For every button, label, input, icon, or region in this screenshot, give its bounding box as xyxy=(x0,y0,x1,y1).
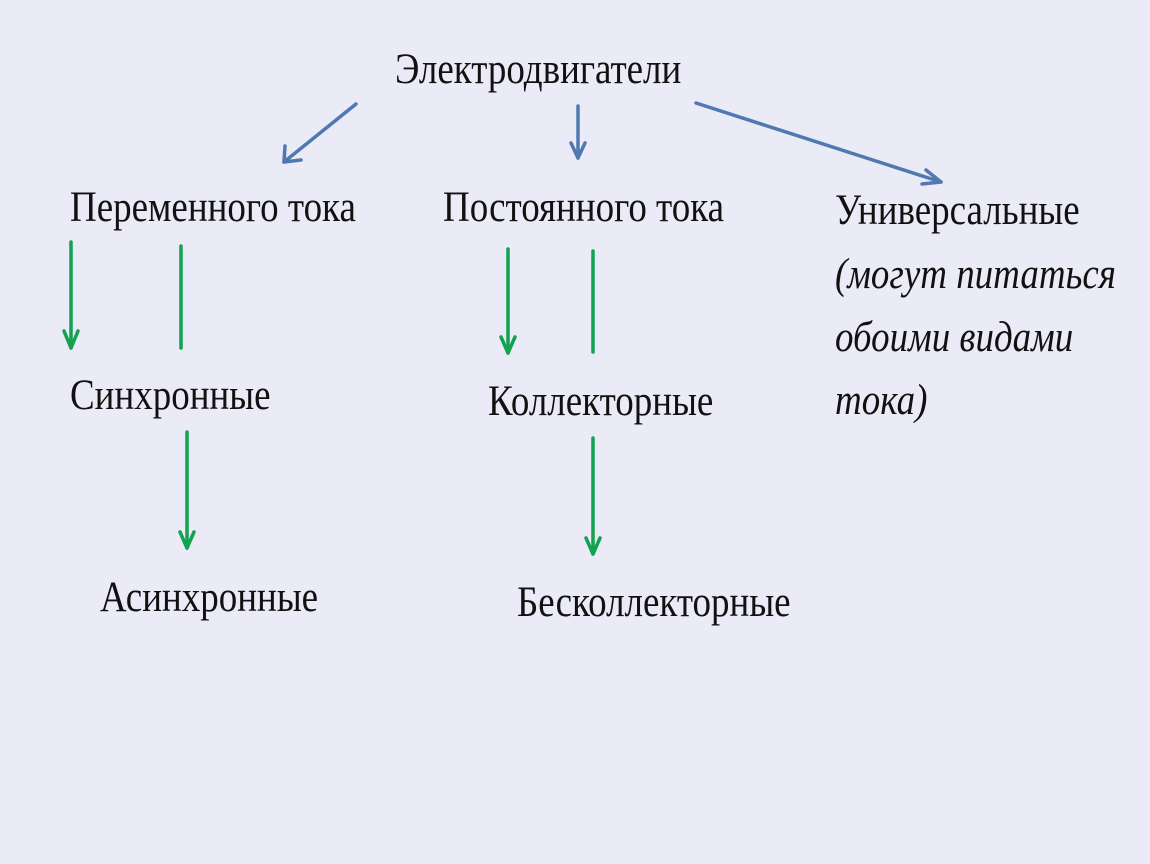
arrow-collector-to-brushless xyxy=(584,436,602,556)
node-ac-async: Асинхронные xyxy=(100,574,319,621)
node-universal-note: (могут питаться обоими видами тока) xyxy=(835,251,1116,424)
arrow-sync-to-async xyxy=(178,430,196,550)
node-dc-brushless: Бесколлекторные xyxy=(517,579,791,626)
arrow-ac-to-sync xyxy=(62,240,80,350)
arrow-dc-to-collector xyxy=(499,247,517,355)
arrow-root-to-dc xyxy=(569,104,587,160)
node-dc-title: Постоянного тока xyxy=(443,184,725,231)
arrow-root-to-universal xyxy=(694,101,943,186)
node-universal-title: Универсальные xyxy=(835,187,1080,234)
arrow-root-to-ac xyxy=(282,102,358,164)
node-dc-collector: Коллекторные xyxy=(488,378,714,425)
node-ac-sync: Синхронные xyxy=(70,372,271,419)
node-ac-title: Переменного тока xyxy=(70,184,356,231)
node-root: Электродвигатели xyxy=(395,46,682,93)
